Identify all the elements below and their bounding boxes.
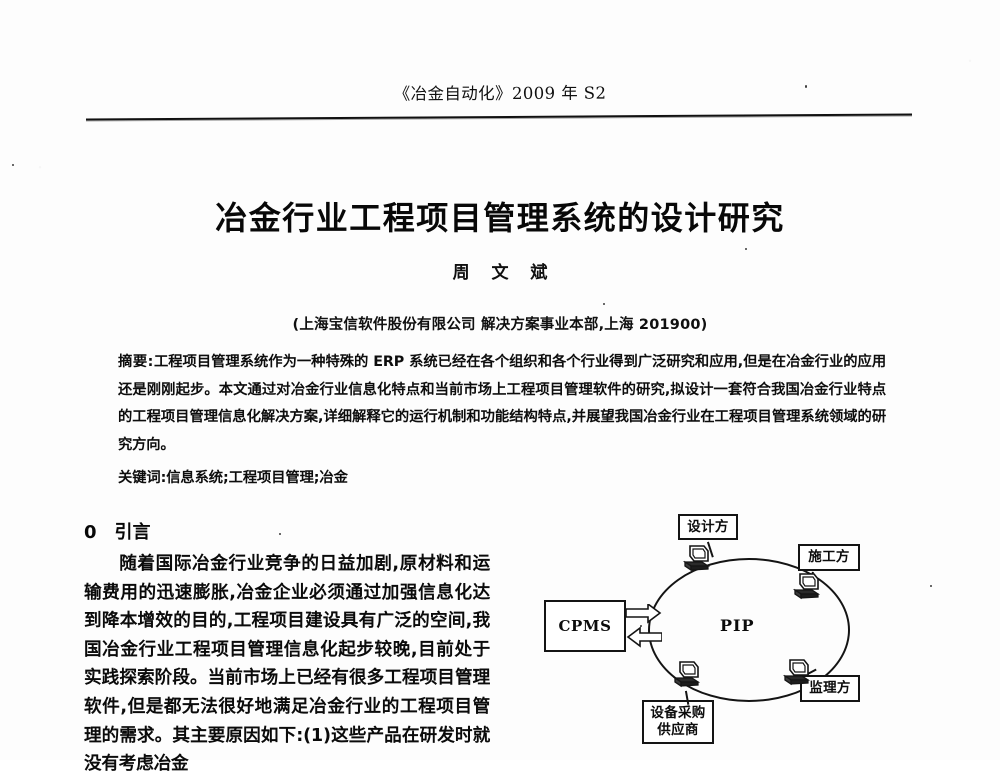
author-name: 周 文 斌	[452, 263, 556, 283]
node-label-contractor: 施工方	[798, 544, 860, 571]
body-paragraph: 随着国际冶金行业竞争的日益加剧,原材料和运输费用的迅速膨胀,冶金企业必须通过加强…	[84, 554, 490, 775]
scan-speck	[640, 625, 642, 627]
node-label-designer: 设计方	[678, 514, 738, 540]
scan-speck	[12, 164, 14, 166]
computer-icon-contractor	[792, 572, 822, 600]
computer-icon-supervisor	[782, 658, 812, 686]
node-label-supplier-line1: 设备采购	[650, 705, 706, 721]
keywords-text: 信息系统;工程项目管理;冶金	[166, 470, 348, 486]
abstract-text: 工程项目管理系统作为一种特殊的 ERP 系统已经在各个组织和各个行业得到广泛研究…	[118, 354, 886, 453]
pip-ellipse	[648, 558, 850, 702]
node-label-supervisor: 监理方	[800, 675, 860, 702]
running-head: 《冶金自动化》2009 年 S2	[393, 83, 607, 104]
abstract-block: 摘要:工程项目管理系统作为一种特殊的 ERP 系统已经在各个组织和各个行业得到广…	[118, 349, 886, 459]
bidirectional-arrow-icon	[626, 604, 662, 648]
scan-speck	[279, 533, 281, 535]
cpms-box: CPMS	[544, 600, 626, 652]
computer-icon-designer	[682, 544, 712, 572]
figure-pip-diagram: PIP CPMS 设计方 施工方 监理方 设备采购 供应商	[530, 500, 990, 760]
keywords-block: 关键词:信息系统;工程项目管理;冶金	[118, 466, 886, 487]
node-label-supplier: 设备采购 供应商	[642, 700, 714, 744]
section-title: 引言	[114, 522, 151, 543]
computer-icon	[792, 573, 821, 600]
scan-speck	[745, 248, 747, 250]
scanned-page: 《冶金自动化》2009 年 S2 冶金行业工程项目管理系统的设计研究 周 文 斌…	[0, 0, 1000, 760]
section-number: 0	[84, 522, 97, 543]
page-title: 冶金行业工程项目管理系统的设计研究	[215, 199, 785, 237]
cpms-pip-arrows	[626, 604, 662, 652]
abstract-label: 摘要:	[118, 354, 154, 370]
section-heading: 0 引言	[84, 518, 151, 544]
scan-speck	[805, 85, 807, 88]
computer-icon	[682, 545, 711, 572]
scan-speck	[930, 585, 932, 587]
computer-icon	[672, 661, 701, 688]
computer-icon-supplier	[672, 660, 702, 688]
keywords-label: 关键词:	[118, 470, 167, 486]
body-column-left: 随着国际冶金行业竞争的日益加剧,原材料和运输费用的迅速膨胀,冶金企业必须通过加强…	[84, 550, 490, 779]
pip-label: PIP	[720, 616, 755, 635]
scan-speck	[603, 303, 605, 305]
computer-icon	[782, 659, 811, 686]
node-label-supplier-line2: 供应商	[657, 722, 699, 738]
header-rule	[86, 113, 912, 121]
author-affiliation: (上海宝信软件股份有限公司 解决方案事业本部,上海 201900)	[292, 317, 708, 333]
